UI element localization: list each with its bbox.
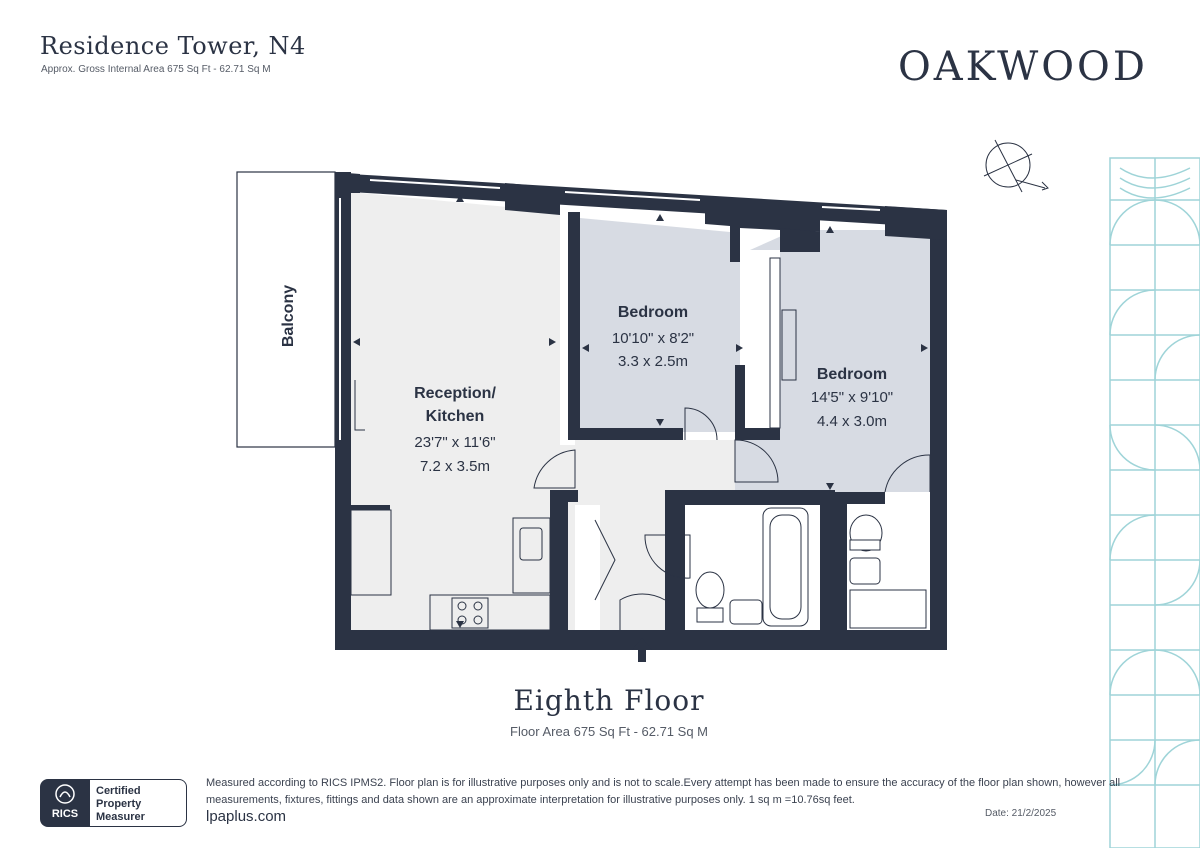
reception-dim-imperial: 23'7" x 11'6"	[414, 434, 495, 451]
website-link[interactable]: lpaplus.com	[206, 808, 287, 825]
rics-lion-icon	[55, 784, 75, 804]
bedroom-1-area	[580, 218, 740, 432]
reception-dim-metric: 7.2 x 3.5m	[420, 458, 490, 475]
rics-logo-text: RICS	[51, 808, 79, 820]
disclaimer-text: Measured according to RICS IPMS2. Floor …	[206, 777, 1121, 806]
reception-label-line2: Kitchen	[426, 408, 485, 425]
badge-frame	[90, 779, 187, 827]
windows	[339, 179, 881, 440]
badge-line-property: Property	[96, 798, 142, 810]
kitchen-units	[350, 509, 551, 631]
bedroom-1-dim-metric: 3.3 x 2.5m	[618, 353, 688, 370]
balcony-area	[236, 171, 336, 448]
compass-icon	[983, 139, 1049, 193]
plan-date: Date: 21/2/2025	[985, 808, 1057, 819]
bedroom-2-dim-imperial: 14'5" x 9'10"	[811, 389, 893, 406]
floor-area: Floor Area 675 Sq Ft - 62.71 Sq M	[510, 724, 708, 739]
bedroom-1-dim-imperial: 10'10" x 8'2"	[612, 330, 694, 347]
floor-title: Eighth Floor	[513, 684, 705, 717]
dimension-markers	[353, 195, 928, 628]
bedroom-2-label: Bedroom	[817, 366, 887, 383]
gross-area-subtitle: Approx. Gross Internal Area 675 Sq Ft - …	[41, 64, 271, 75]
entrance-arrow-icon	[632, 638, 652, 662]
badge-line-certified: Certified	[96, 785, 141, 797]
rics-certified-badge: RICS Certified Property Measurer	[40, 779, 190, 827]
reception-kitchen-area	[350, 192, 575, 630]
bedroom-1-label: Bedroom	[618, 304, 688, 321]
walls	[335, 172, 947, 650]
wardrobes	[769, 257, 797, 429]
agency-logo: OAKWOOD	[898, 44, 1148, 90]
decorative-pattern	[1109, 157, 1200, 848]
bathroom-fittings	[695, 507, 927, 629]
balcony-label: Balcony	[280, 285, 297, 347]
reception-label-line1: Reception/	[414, 385, 496, 402]
badge-line-measurer: Measurer	[96, 811, 145, 823]
property-title: Residence Tower, N4	[40, 32, 306, 60]
door-swings	[354, 380, 931, 630]
hall-corridor-area	[600, 500, 665, 630]
bedroom-2-area	[735, 230, 930, 492]
bedroom-2-dim-metric: 4.4 x 3.0m	[817, 413, 887, 430]
rics-logo: RICS	[40, 779, 90, 827]
